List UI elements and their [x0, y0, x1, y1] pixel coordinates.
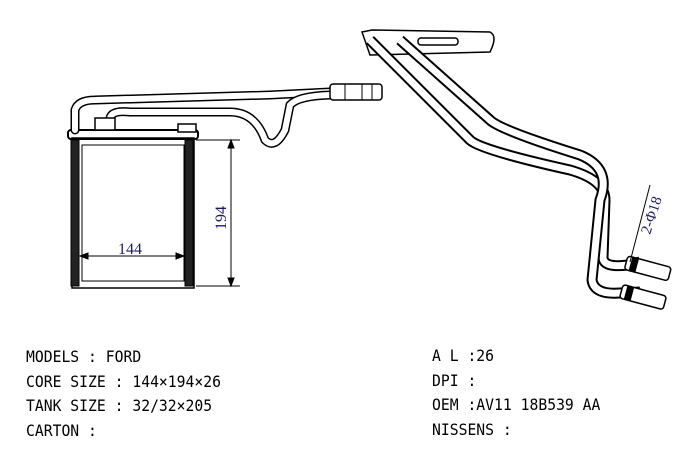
spec-tank-size: TANK SIZE : 32/32×205 [26, 396, 213, 415]
diameter-leader-line [629, 184, 651, 263]
side-view [361, 29, 672, 310]
specs-left: MODELS : FORD CORE SIZE : 144×194×26 TAN… [26, 345, 221, 443]
mounting-bracket [361, 29, 495, 56]
top-header [67, 129, 199, 140]
core-inner [81, 144, 185, 282]
pipe-fitting [329, 83, 383, 101]
spec-core-size: CORE SIZE : 144×194×26 [26, 371, 221, 391]
core-outline [71, 137, 195, 289]
specs-right: A L :26 DPI : OEM :AV11 18B539 AA NISSEN… [432, 344, 600, 442]
left-tank [70, 139, 80, 287]
spec-models: MODELS : FORD [26, 347, 142, 366]
height-dimension-label: 194 [213, 206, 230, 230]
heater-core-drawing: 144 194 2-Φ18 [67, 29, 672, 310]
right-tank [184, 139, 194, 287]
spec-nissens: NISSENS : [432, 419, 512, 439]
front-view [67, 83, 383, 289]
width-dimension-label: 144 [118, 241, 142, 258]
spec-carton: CARTON : [26, 420, 97, 440]
spec-dpi: DPI : [432, 370, 477, 390]
spec-al: A L :26 [432, 346, 495, 365]
pipe-diameter-label: 2-Φ18 [639, 195, 666, 237]
spec-oem: OEM :AV11 18B539 AA [432, 395, 601, 414]
